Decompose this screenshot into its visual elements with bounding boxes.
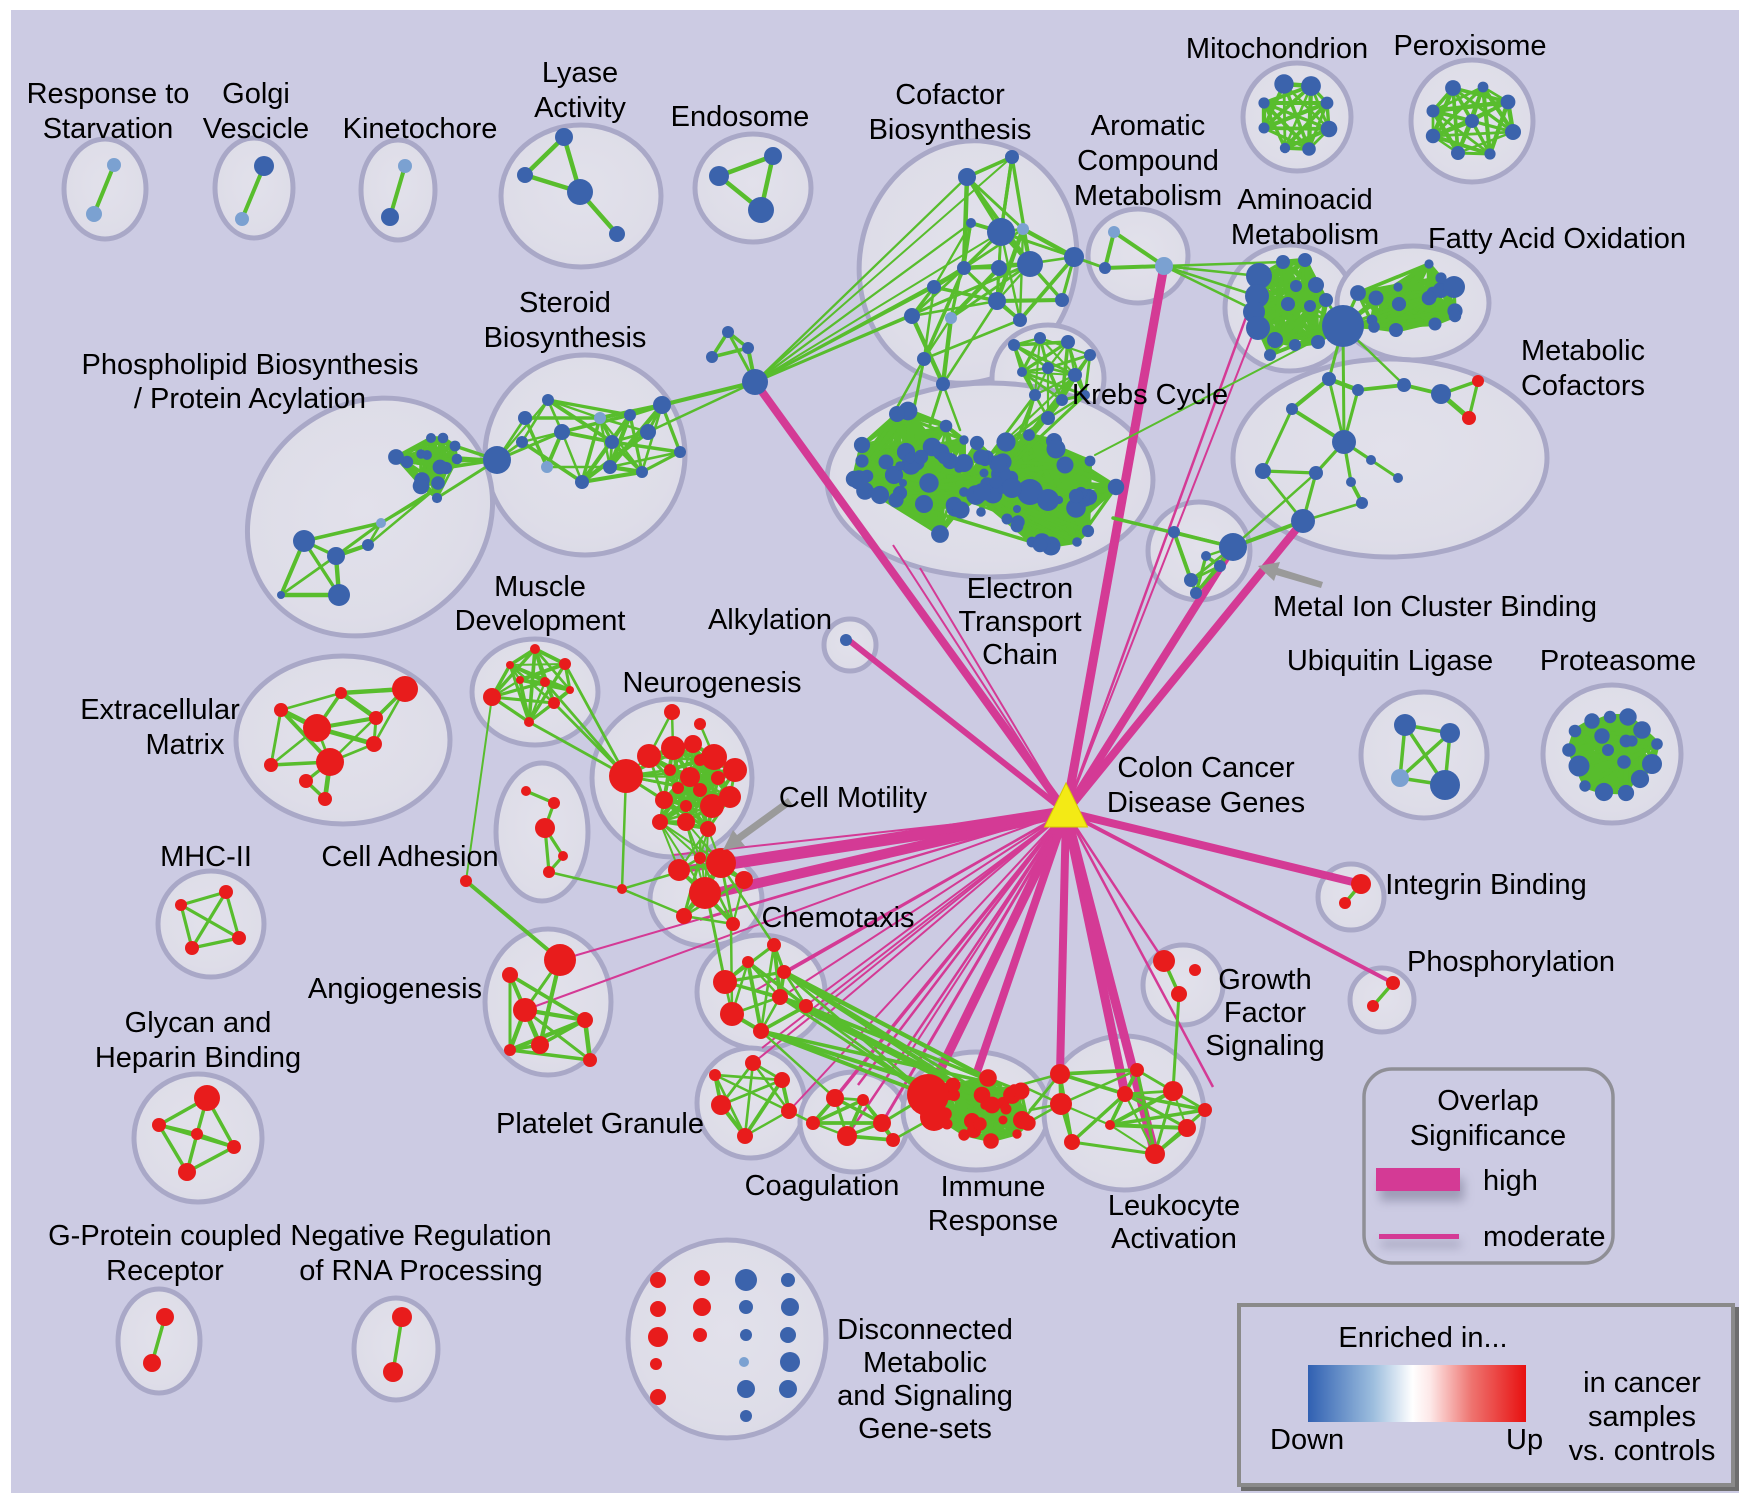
svg-text:Extracellular: Extracellular xyxy=(80,694,240,726)
svg-text:high: high xyxy=(1483,1165,1538,1197)
svg-text:Down: Down xyxy=(1270,1424,1344,1456)
svg-text:Aromatic: Aromatic xyxy=(1091,110,1205,142)
svg-text:Matrix: Matrix xyxy=(146,729,225,761)
svg-text:Fatty Acid Oxidation: Fatty Acid Oxidation xyxy=(1428,223,1686,255)
svg-text:Cell Motility: Cell Motility xyxy=(779,782,928,814)
svg-text:MHC-II: MHC-II xyxy=(160,841,252,873)
svg-text:Cell Adhesion: Cell Adhesion xyxy=(321,841,498,873)
svg-text:Glycan and: Glycan and xyxy=(125,1007,272,1039)
svg-text:Negative Regulation: Negative Regulation xyxy=(290,1220,551,1252)
svg-text:Platelet Granule: Platelet Granule xyxy=(496,1108,704,1140)
svg-text:Aminoacid: Aminoacid xyxy=(1237,184,1372,216)
svg-text:Heparin Binding: Heparin Binding xyxy=(95,1042,301,1074)
svg-text:Response to: Response to xyxy=(27,78,190,110)
svg-text:Cofactor: Cofactor xyxy=(895,79,1005,111)
svg-text:Kinetochore: Kinetochore xyxy=(343,113,498,145)
svg-text:Compound: Compound xyxy=(1077,145,1219,177)
svg-text:Krebs Cycle: Krebs Cycle xyxy=(1072,379,1228,411)
svg-text:Cofactors: Cofactors xyxy=(1521,370,1645,402)
svg-text:Disconnected: Disconnected xyxy=(837,1314,1013,1346)
svg-text:Immune: Immune xyxy=(941,1171,1046,1203)
svg-text:Receptor: Receptor xyxy=(106,1255,224,1287)
svg-text:Coagulation: Coagulation xyxy=(745,1170,900,1202)
svg-text:Golgi: Golgi xyxy=(222,78,290,110)
svg-text:Vescicle: Vescicle xyxy=(203,113,309,145)
svg-text:Metal Ion Cluster Binding: Metal Ion Cluster Binding xyxy=(1273,591,1597,623)
svg-text:Growth: Growth xyxy=(1218,964,1311,996)
svg-text:and Signaling: and Signaling xyxy=(837,1380,1013,1412)
svg-text:Activation: Activation xyxy=(1111,1223,1237,1255)
svg-text:Proteasome: Proteasome xyxy=(1540,645,1696,677)
svg-text:/ Protein Acylation: / Protein Acylation xyxy=(134,383,366,415)
svg-text:Angiogenesis: Angiogenesis xyxy=(308,973,482,1005)
svg-text:Biosynthesis: Biosynthesis xyxy=(869,114,1032,146)
svg-text:G-Protein coupled: G-Protein coupled xyxy=(48,1220,282,1252)
svg-text:Steroid: Steroid xyxy=(519,287,611,319)
svg-text:Chemotaxis: Chemotaxis xyxy=(761,902,914,934)
svg-text:Muscle: Muscle xyxy=(494,571,586,603)
svg-text:Chain: Chain xyxy=(982,639,1058,671)
svg-text:of RNA Processing: of RNA Processing xyxy=(299,1255,542,1287)
svg-text:Gene-sets: Gene-sets xyxy=(858,1413,992,1445)
svg-text:Transport: Transport xyxy=(958,606,1081,638)
svg-text:Integrin Binding: Integrin Binding xyxy=(1385,869,1587,901)
svg-text:Peroxisome: Peroxisome xyxy=(1393,30,1546,62)
svg-text:Factor: Factor xyxy=(1224,997,1307,1029)
svg-text:Ubiquitin Ligase: Ubiquitin Ligase xyxy=(1287,645,1493,677)
svg-text:Mitochondrion: Mitochondrion xyxy=(1186,33,1368,65)
svg-text:Neurogenesis: Neurogenesis xyxy=(623,667,802,699)
svg-text:Electron: Electron xyxy=(967,573,1073,605)
svg-text:moderate: moderate xyxy=(1483,1221,1606,1253)
svg-text:Significance: Significance xyxy=(1410,1120,1566,1152)
svg-text:Alkylation: Alkylation xyxy=(708,604,832,636)
svg-text:Overlap: Overlap xyxy=(1437,1085,1539,1117)
svg-text:Metabolic: Metabolic xyxy=(863,1347,987,1379)
svg-text:Colon Cancer: Colon Cancer xyxy=(1117,752,1295,784)
svg-text:Response: Response xyxy=(928,1205,1059,1237)
svg-text:vs. controls: vs. controls xyxy=(1569,1435,1716,1467)
svg-text:Starvation: Starvation xyxy=(43,113,174,145)
svg-text:Endosome: Endosome xyxy=(671,101,810,133)
svg-text:Phospholipid Biosynthesis: Phospholipid Biosynthesis xyxy=(82,349,419,381)
svg-text:Activity: Activity xyxy=(534,92,626,124)
svg-text:Biosynthesis: Biosynthesis xyxy=(484,322,647,354)
svg-text:Phosphorylation: Phosphorylation xyxy=(1407,946,1615,978)
svg-text:Signaling: Signaling xyxy=(1205,1030,1324,1062)
svg-text:Disease Genes: Disease Genes xyxy=(1107,787,1305,819)
svg-text:Up: Up xyxy=(1506,1424,1543,1456)
svg-text:Lyase: Lyase xyxy=(542,57,618,89)
svg-text:Development: Development xyxy=(455,605,626,637)
svg-text:Leukocyte: Leukocyte xyxy=(1108,1190,1240,1222)
svg-text:Enriched in...: Enriched in... xyxy=(1338,1322,1507,1354)
svg-text:Metabolism: Metabolism xyxy=(1074,180,1222,212)
svg-text:samples: samples xyxy=(1588,1401,1696,1433)
svg-text:Metabolism: Metabolism xyxy=(1231,219,1379,251)
svg-text:Metabolic: Metabolic xyxy=(1521,335,1645,367)
svg-text:in cancer: in cancer xyxy=(1583,1367,1701,1399)
